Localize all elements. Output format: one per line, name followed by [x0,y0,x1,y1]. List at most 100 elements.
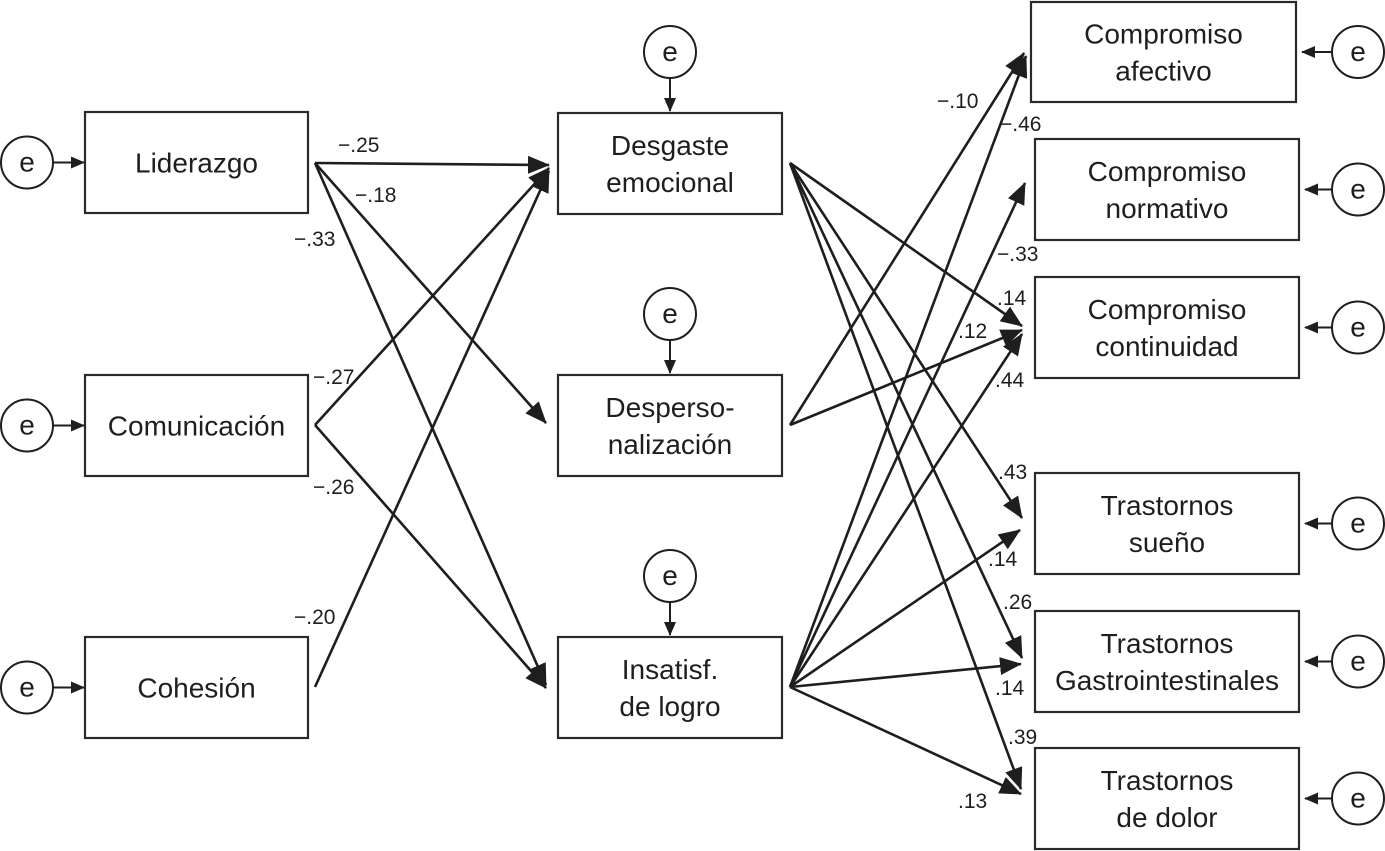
path-arrow-insatisfaccion-to-trast_dolor [789,685,1022,796]
error-term-trast_dolor: e [1304,771,1385,826]
node-label-line: Desgaste [611,130,729,161]
node-label-line: Trastornos [1101,765,1234,796]
node-box [83,110,310,215]
node-label-line: continuidad [1095,331,1238,362]
error-circle [1331,496,1385,551]
path-arrow-liderazgo-to-insatisfaccion [313,162,548,686]
path-arrow-insatisfaccion-to-trast_gastro [789,657,1022,689]
node-trast_dolor: Trastornos de dolor [1033,746,1301,851]
nodes-layer: LiderazgoComunicaciónCohesiónDesgasteemo… [83,0,1301,851]
path-coefficient-insatisfaccion-to-comp_continuidad: .44 [995,369,1025,392]
node-label-line: nalización [608,429,733,460]
path-coefficient-insatisfaccion-to-comp_normativo: −.33 [997,243,1038,266]
error-term-trast_gastro: e [1304,634,1385,689]
path-arrow-insatisfaccion-to-comp_normativo [788,182,1027,688]
error-term-desgaste: e [643,25,697,112]
error-circle [643,549,697,603]
node-label-line: de dolor [1116,802,1217,833]
node-box [556,373,784,478]
error-circle [643,287,697,341]
node-despersonalizacion: Desperso-nalización [556,373,784,478]
path-arrow-insatisfaccion-to-trast_sueno [789,528,1021,689]
error-label: e [1350,174,1366,205]
error-terms-layer: e e e e e e e e e e e e [0,25,1385,826]
node-label-line: Trastornos [1101,490,1234,521]
node-box [1029,0,1298,104]
error-label: e [662,298,678,329]
path-arrow-insatisfaccion-to-comp_afectivo [788,55,1028,688]
node-box [83,373,310,478]
path-arrow-desgaste-to-comp_continuidad [789,161,1023,328]
error-label: e [662,560,678,591]
node-label-line: Compromiso [1088,156,1247,187]
error-label: e [1350,783,1366,814]
error-term-liderazgo: e [0,135,85,190]
path-coefficient-liderazgo-to-despersonalizacion: −.18 [355,184,396,207]
path-arrow-liderazgo-to-despersonalizacion [314,162,547,424]
path-coefficient-despersonalizacion-to-comp_afectivo: −.10 [937,90,978,113]
path-arrow-despersonalizacion-to-comp_afectivo [788,52,1026,426]
node-box [1033,609,1301,714]
path-arrow-comunicacion-to-desgaste [314,167,550,426]
path-coefficient-comunicacion-to-desgaste: −.27 [313,366,354,389]
error-term-cohesion: e [0,660,85,715]
path-arrow-insatisfaccion-to-comp_continuidad [788,333,1024,688]
path-coefficient-insatisfaccion-to-trast_sueno: .14 [988,548,1018,571]
error-term-comunicacion: e [0,398,85,453]
error-term-comp_continuidad: e [1304,300,1385,355]
node-label-line: Compromiso [1084,19,1243,50]
node-cohesion: Cohesión [83,635,310,740]
path-arrow-desgaste-to-trast_sueno [788,162,1024,519]
node-box [556,111,784,216]
node-box [83,635,310,740]
node-box [1033,746,1301,851]
error-circle [1331,634,1385,689]
error-circle [643,25,697,79]
node-label-line: sueño [1129,527,1205,558]
error-term-comp_afectivo: e [1301,25,1385,79]
node-label-line: Liderazgo [135,148,258,179]
error-circle [0,135,54,190]
error-term-trast_sueno: e [1304,496,1385,551]
node-label-line: Compromiso [1088,294,1247,325]
path-arrow-comunicacion-to-insatisfaccion [314,424,547,689]
path-coefficient-cohesion-to-desgaste: −.20 [294,606,335,629]
path-coefficient-desgaste-to-trast_dolor: .39 [1008,726,1037,749]
path-arrow-despersonalizacion-to-comp_continuidad [789,328,1023,427]
path-coefficient-insatisfaccion-to-trast_dolor: .13 [958,790,987,813]
error-term-despersonalizacion: e [643,287,697,374]
node-box [1033,137,1301,242]
edges-layer [313,52,1028,796]
node-label-line: normativo [1106,193,1229,224]
coefficient-labels-layer: −.25−.18−.33−.27−.26−.20−.10−.46−.33.14.… [294,90,1041,813]
error-circle [1331,300,1385,355]
path-arrow-desgaste-to-trast_dolor [788,162,1023,790]
error-term-comp_normativo: e [1304,162,1385,217]
node-label-line: Insatisf. [622,654,718,685]
node-box [1033,275,1301,380]
error-label: e [19,672,35,703]
node-desgaste: Desgaste emocional [556,111,784,216]
node-liderazgo: Liderazgo [83,110,310,215]
node-label-line: emocional [606,167,734,198]
path-coefficient-insatisfaccion-to-trast_gastro: .14 [995,677,1025,700]
error-circle [1331,162,1385,217]
path-arrow-cohesion-to-desgaste [313,170,551,688]
error-label: e [662,36,678,67]
error-term-insatisfaccion: e [643,549,697,636]
error-label: e [1350,646,1366,677]
path-coefficient-comunicacion-to-insatisfaccion: −.26 [313,476,354,499]
path-arrow-desgaste-to-trast_gastro [788,162,1024,659]
node-box [1033,471,1301,576]
error-label: e [1350,36,1366,67]
node-label-line: Gastrointestinales [1055,665,1279,696]
error-circle [1331,771,1385,826]
node-label-line: Trastornos [1101,628,1234,659]
error-label: e [1350,508,1366,539]
node-comp_normativo: Compromiso normativo [1033,137,1301,242]
node-insatisfaccion: Insatisf. de logro [556,635,784,740]
node-label-line: de logro [619,691,720,722]
